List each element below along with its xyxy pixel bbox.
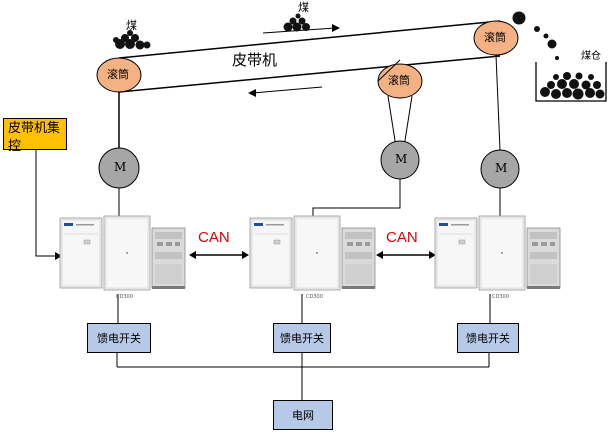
coal-label-left: 煤 [126,19,137,32]
frequency-converter-icon [434,215,561,291]
belt-central-control-box: 皮带机集控 [3,118,67,154]
falling-coal-icon [512,11,559,60]
coal-pile-icon [113,30,151,50]
feeder-switch-right: 馈电开关 [457,323,519,353]
can-link-left [189,251,249,259]
motor-label-middle: M [395,152,408,166]
coal-pile-icon [283,13,310,32]
motor-label-left: M [114,160,127,174]
control-signal-line [35,150,58,257]
bunker-label: 煤仓 [581,51,601,62]
control-arrow-head [55,252,62,260]
belt-to-motor-middle-a [387,95,397,148]
drive-model-middle: CD300 [306,294,323,300]
feeder-switch-middle: 馈电开关 [273,323,331,353]
can-link-right [376,251,436,259]
arrow-left-icon [248,86,323,97]
roller-label-right: 滚筒 [484,31,506,44]
frequency-converter-icon [59,215,186,291]
drive-model-left: CD300 [116,294,133,300]
feeder-switch-left: 馈电开关 [87,323,151,353]
shaft-right [495,54,501,151]
cable-motor-middle [312,179,401,218]
can-label-left: CAN [198,229,230,246]
power-grid-box: 电网 [273,400,333,430]
belt-to-motor-middle-b [403,95,413,148]
belt-lower [118,55,501,93]
frequency-converter-icon [249,215,376,291]
roller-label-middle: 滚筒 [388,74,410,87]
can-label-right: CAN [386,229,418,246]
belt-middle-wrap [377,59,401,82]
arrow-right-icon [262,24,340,34]
drive-model-right: CD300 [492,294,509,300]
belt-label: 皮带机 [232,51,278,69]
belt-upper [118,20,501,59]
motor-label-right: M [495,161,508,175]
roller-label-left: 滚筒 [107,68,129,81]
coal-bunker-icon [535,62,607,102]
coal-label-top: 煤 [298,1,309,14]
